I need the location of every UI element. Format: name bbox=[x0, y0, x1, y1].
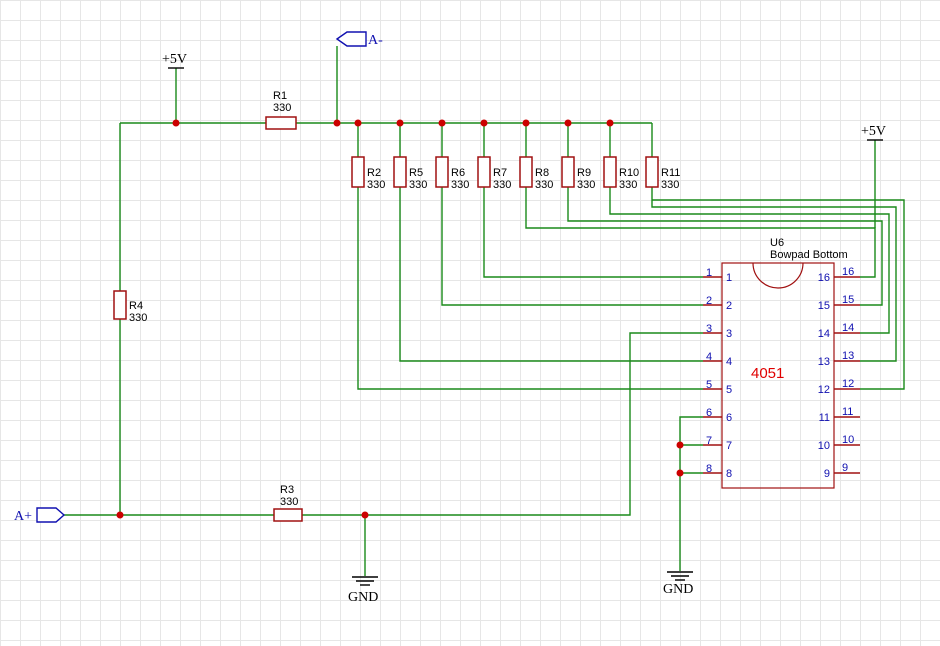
resistor-r9-value: 330 bbox=[577, 179, 595, 191]
ic-4051: U6 Bowpad Bottom 4051 1 2 3 4 5 6 7 8 1 … bbox=[703, 237, 860, 489]
pin-10-inner: 10 bbox=[818, 440, 830, 452]
vcc-right-label: +5V bbox=[861, 124, 886, 139]
pin-16-inner: 16 bbox=[818, 272, 830, 284]
vcc-left-label: +5V bbox=[162, 52, 187, 67]
resistor-r3: R3 330 bbox=[273, 484, 303, 522]
resistor-r6-ref: R6 bbox=[451, 167, 465, 179]
port-a-plus-label: A+ bbox=[14, 509, 32, 524]
pin-2-inner: 2 bbox=[726, 300, 732, 312]
pin-14-inner: 14 bbox=[818, 328, 830, 340]
resistor-r11: R11 330 bbox=[645, 156, 680, 191]
port-a-minus: A- bbox=[335, 31, 383, 48]
resistor-r1-ref: R1 bbox=[273, 90, 287, 102]
pin-5-inner: 5 bbox=[726, 384, 732, 396]
resistor-r1: R1 330 bbox=[265, 90, 297, 130]
resistor-r4-value: 330 bbox=[129, 312, 147, 324]
resistor-r6-value: 330 bbox=[451, 179, 469, 191]
resistor-r2: R2 330 bbox=[351, 156, 385, 191]
pin-6-outer: 6 bbox=[706, 407, 712, 419]
pin-4-inner: 4 bbox=[726, 356, 732, 368]
resistor-r1-value: 330 bbox=[273, 102, 291, 114]
pin-1-inner: 1 bbox=[726, 272, 732, 284]
pin-15-inner: 15 bbox=[818, 300, 830, 312]
resistor-r11-ref: R11 bbox=[661, 167, 680, 179]
resistor-r9-ref: R9 bbox=[577, 167, 591, 179]
pin-3-outer: 3 bbox=[706, 323, 712, 335]
vcc-right-symbol: +5V bbox=[861, 124, 886, 141]
pin-10-outer: 10 bbox=[842, 434, 854, 446]
gnd-right-symbol: GND bbox=[663, 571, 693, 597]
resistor-r10-value: 330 bbox=[619, 179, 637, 191]
pin-12-outer: 12 bbox=[842, 378, 854, 390]
resistor-r8-ref: R8 bbox=[535, 167, 549, 179]
pin-7-outer: 7 bbox=[706, 435, 712, 447]
resistor-r4-ref: R4 bbox=[129, 300, 143, 312]
resistor-r5-value: 330 bbox=[409, 179, 427, 191]
resistor-r11-value: 330 bbox=[661, 179, 679, 191]
resistor-r7-value: 330 bbox=[493, 179, 511, 191]
resistor-r9: R9 330 bbox=[561, 156, 595, 191]
pin-11-inner: 11 bbox=[819, 412, 830, 424]
resistor-r10: R10 330 bbox=[603, 156, 639, 191]
pin-1-outer: 1 bbox=[706, 267, 712, 279]
pin-11-outer: 11 bbox=[842, 406, 853, 418]
pin-9-outer: 9 bbox=[842, 462, 848, 474]
pin-14-outer: 14 bbox=[842, 322, 854, 334]
gnd-left-label: GND bbox=[348, 590, 378, 605]
ic-ref: U6 bbox=[770, 237, 784, 249]
resistor-r10-ref: R10 bbox=[619, 167, 639, 179]
resistor-r7-ref: R7 bbox=[493, 167, 507, 179]
ic-package: Bowpad Bottom bbox=[770, 249, 848, 261]
resistor-r7: R7 330 bbox=[477, 156, 511, 191]
pin-5-outer: 5 bbox=[706, 379, 712, 391]
pin-8-inner: 8 bbox=[726, 468, 732, 480]
pin-13-inner: 13 bbox=[818, 356, 830, 368]
port-a-plus: A+ bbox=[14, 507, 66, 524]
resistor-r2-ref: R2 bbox=[367, 167, 381, 179]
vcc-left-symbol: +5V bbox=[162, 52, 187, 69]
pin-8-outer: 8 bbox=[706, 463, 712, 475]
pin-16-outer: 16 bbox=[842, 266, 854, 278]
resistor-r5: R5 330 bbox=[393, 156, 427, 191]
ic-part-number: 4051 bbox=[751, 365, 784, 382]
pin-15-outer: 15 bbox=[842, 294, 854, 306]
gnd-left-symbol: GND bbox=[348, 576, 378, 605]
resistor-r3-value: 330 bbox=[280, 496, 298, 508]
port-a-minus-label: A- bbox=[368, 33, 383, 48]
resistor-r3-ref: R3 bbox=[280, 484, 294, 496]
junctions bbox=[116, 119, 684, 519]
gnd-right-label: GND bbox=[663, 582, 693, 597]
pin-2-outer: 2 bbox=[706, 295, 712, 307]
resistor-r8-value: 330 bbox=[535, 179, 553, 191]
pin-4-outer: 4 bbox=[706, 351, 712, 363]
pin-7-inner: 7 bbox=[726, 440, 732, 452]
resistor-r6: R6 330 bbox=[435, 156, 469, 191]
resistor-r8: R8 330 bbox=[519, 156, 553, 191]
resistor-r5-ref: R5 bbox=[409, 167, 423, 179]
resistor-r2-value: 330 bbox=[367, 179, 385, 191]
resistor-r4: R4 330 bbox=[113, 290, 147, 324]
wires bbox=[62, 46, 905, 576]
pin-13-outer: 13 bbox=[842, 350, 854, 362]
pin-12-inner: 12 bbox=[818, 384, 830, 396]
pin-3-inner: 3 bbox=[726, 328, 732, 340]
pin-6-inner: 6 bbox=[726, 412, 732, 424]
pin-9-inner: 9 bbox=[824, 468, 830, 480]
